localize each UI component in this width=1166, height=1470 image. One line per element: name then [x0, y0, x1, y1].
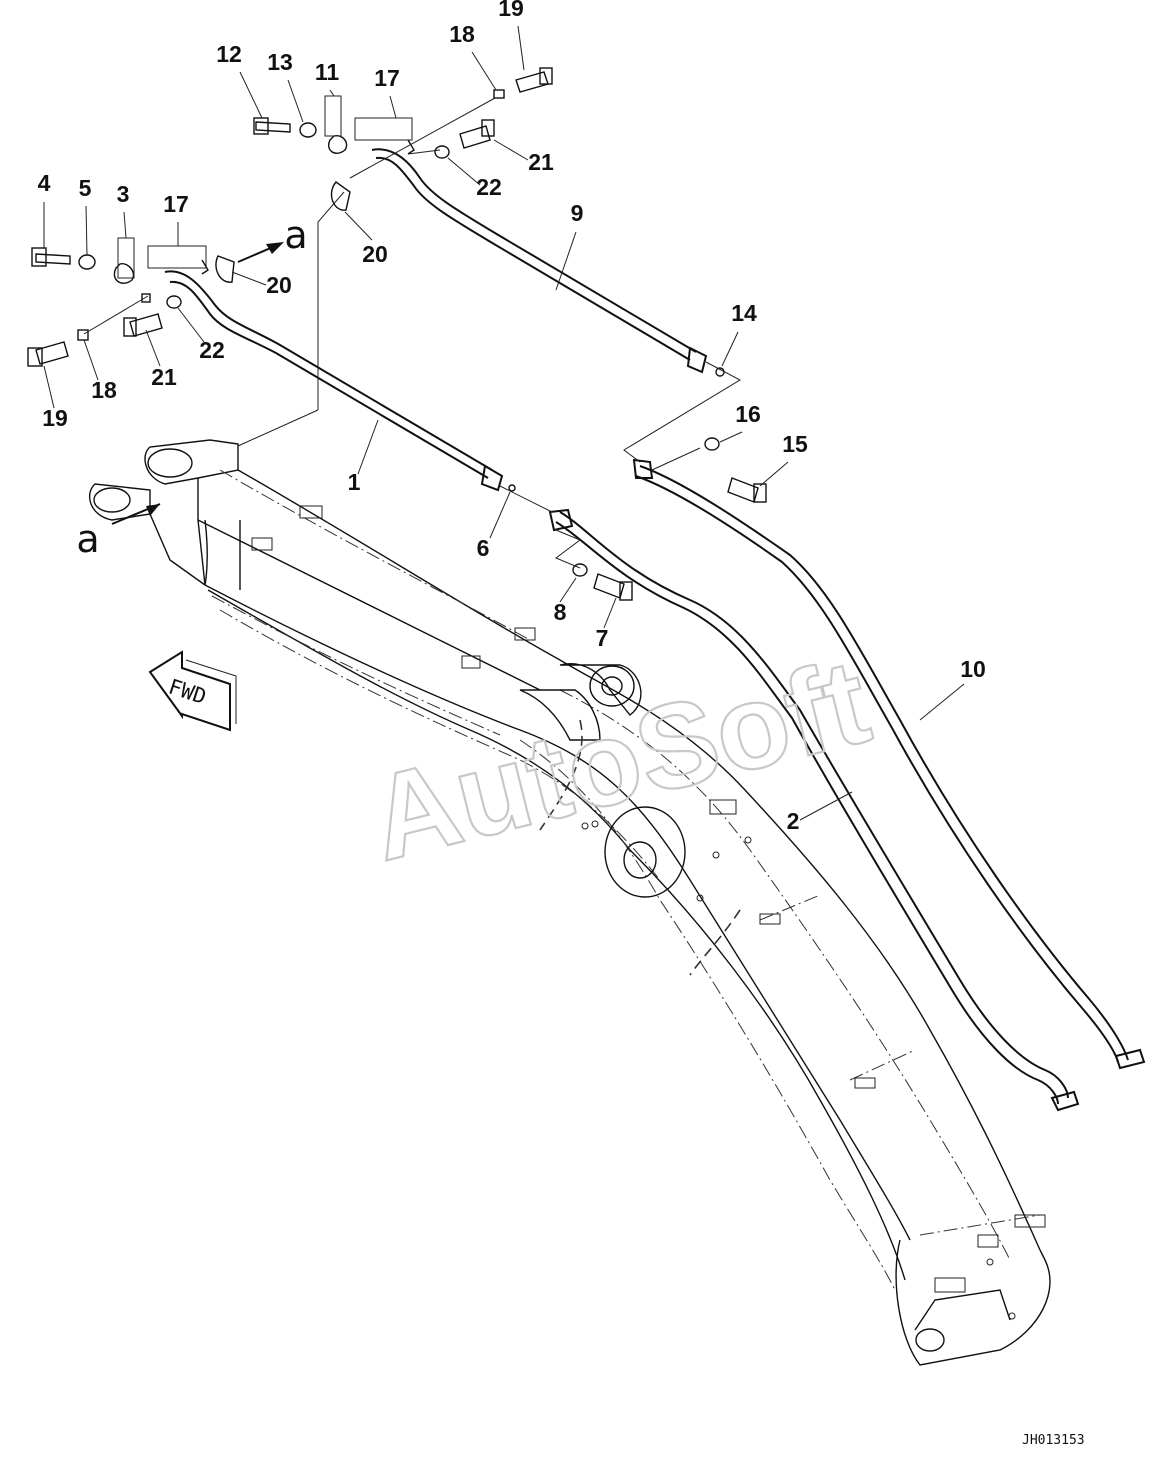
callout-c20b: 20 — [266, 272, 292, 298]
callout-c18a: 18 — [449, 21, 475, 47]
callout-c21b: 21 — [151, 364, 177, 390]
callout-c2: 2 — [787, 808, 800, 834]
view-letter-a-left: a — [76, 517, 99, 561]
pipe-2 — [548, 508, 1080, 1112]
callout-c15: 15 — [782, 431, 808, 457]
callout-c13: 13 — [267, 49, 293, 75]
boom-structure — [89, 439, 1051, 1366]
callout-c16: 16 — [735, 401, 761, 427]
callout-c10: 10 — [960, 656, 986, 682]
callout-c9: 9 — [571, 200, 584, 226]
pipe-10 — [632, 458, 1146, 1070]
pipe-1 — [164, 270, 504, 492]
callout-c6: 6 — [477, 535, 490, 561]
hardware — [27, 67, 767, 601]
callout-c7: 7 — [596, 625, 609, 651]
forward-direction-arrow: FWD — [148, 650, 237, 732]
view-letters: aa — [76, 213, 307, 561]
callout-c19a: 19 — [498, 0, 524, 21]
pipe-9 — [371, 148, 708, 374]
callout-c8: 8 — [554, 599, 567, 625]
callout-c11: 11 — [315, 59, 340, 85]
callout-c21a: 21 — [528, 149, 554, 175]
callout-c22a: 22 — [476, 174, 502, 200]
callout-c12: 12 — [216, 41, 242, 67]
callout-c3: 3 — [117, 181, 130, 207]
callout-c18b: 18 — [91, 377, 117, 403]
callout-c1: 1 — [348, 469, 361, 495]
callout-c19b: 19 — [42, 405, 68, 431]
drawing-code: JH013153 — [1022, 1433, 1085, 1448]
leader-lines — [43, 25, 965, 821]
callout-c14: 14 — [731, 300, 757, 326]
watermark-text: AutoSoft — [357, 634, 881, 887]
callout-c17b: 17 — [163, 191, 189, 217]
callout-c17a: 17 — [374, 65, 400, 91]
view-letter-a-top: a — [284, 213, 307, 257]
callout-c22b: 22 — [199, 337, 225, 363]
callout-c4: 4 — [38, 170, 51, 196]
callout-c20a: 20 — [362, 241, 388, 267]
callout-c5: 5 — [79, 175, 92, 201]
